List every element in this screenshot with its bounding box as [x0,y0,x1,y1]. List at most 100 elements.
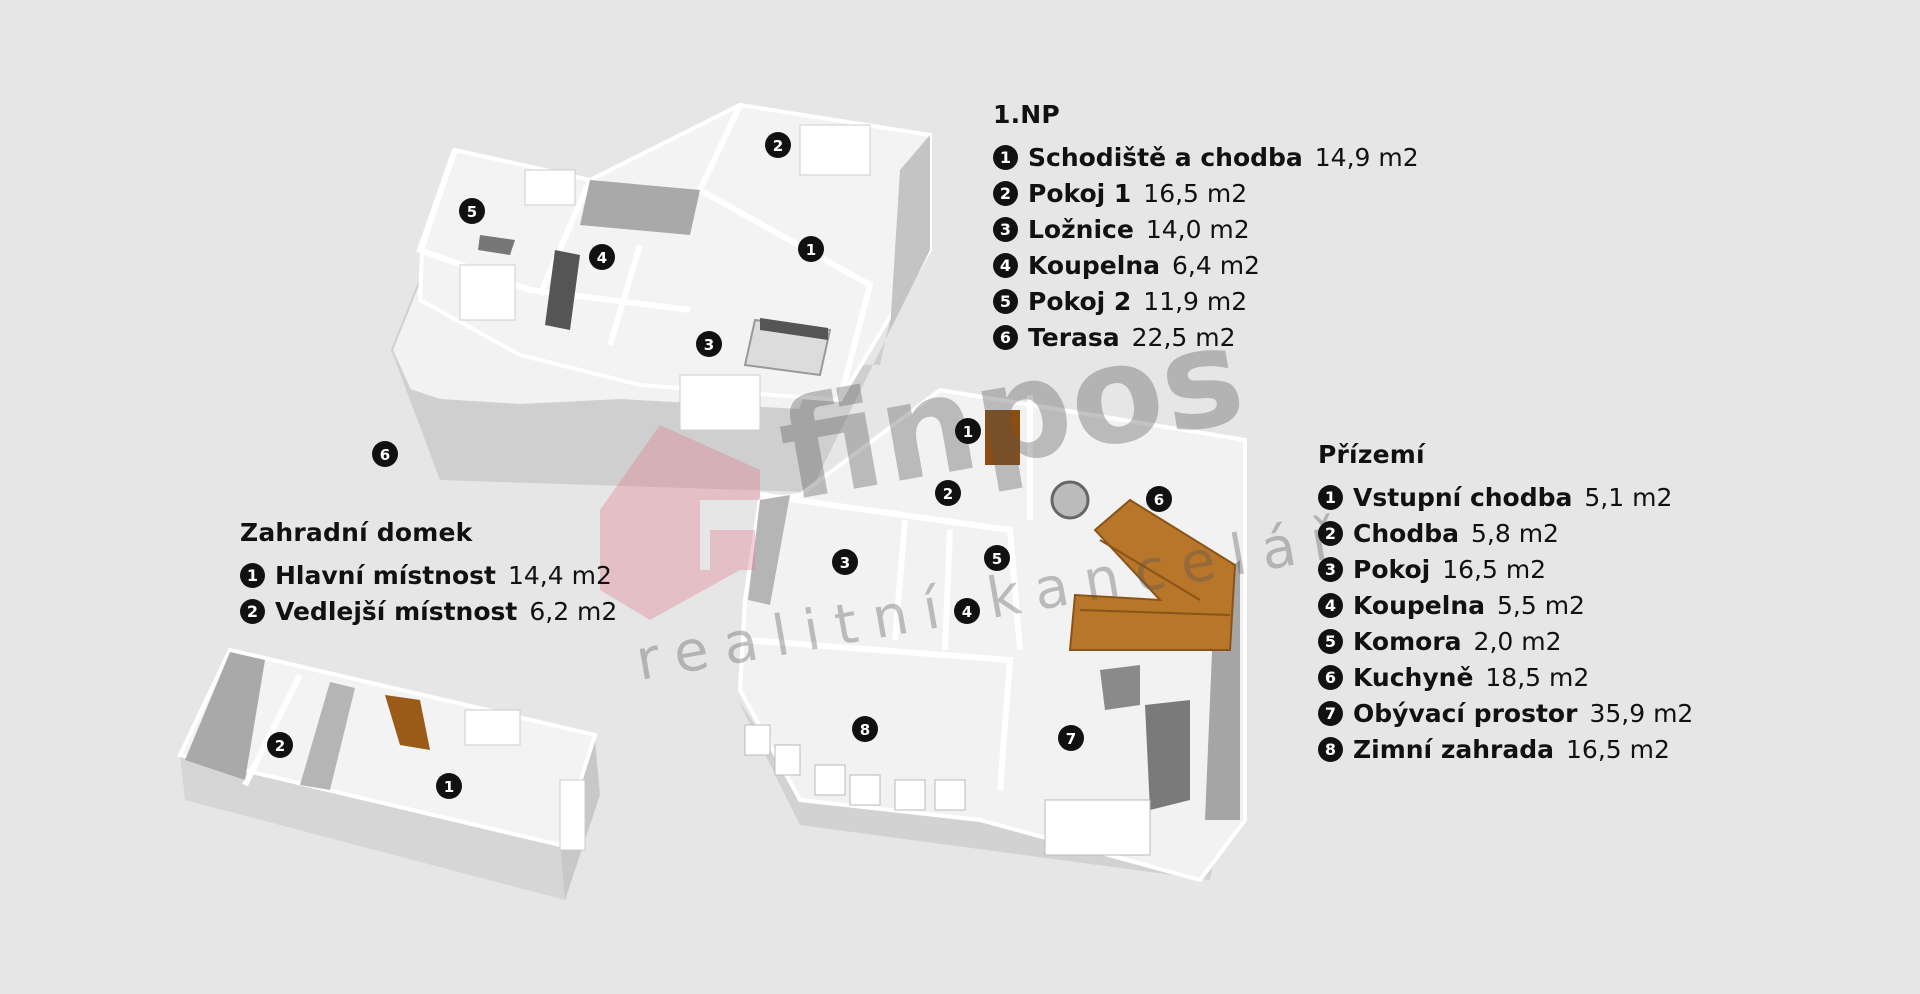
room-name: Pokoj [1353,554,1431,584]
plan-marker-ground-2: 2 [935,480,961,506]
room-number-badge: 3 [1318,556,1343,582]
room-name: Komora [1353,626,1462,656]
room-area: 35,9 m2 [1589,698,1694,728]
room-name: Pokoj 2 [1028,286,1132,316]
room-name: Vedlejší místnost [275,596,518,626]
svg-text:8: 8 [860,721,870,739]
legend-row: 4 Koupelna 6,4 m2 [993,247,1419,283]
plan-marker-1np-1: 1 [798,236,824,262]
svg-text:1: 1 [806,241,816,259]
room-number-badge: 6 [1318,664,1343,690]
room-area: 5,8 m2 [1470,518,1559,548]
room-number-badge: 6 [993,324,1018,350]
plan-marker-ground-4: 4 [954,598,980,624]
room-number-badge: 3 [993,216,1018,242]
svg-text:5: 5 [467,203,477,221]
plan-marker-ground-3: 3 [832,549,858,575]
room-number-badge: 2 [993,180,1018,206]
legend-row: 6 Terasa 22,5 m2 [993,319,1419,355]
room-name: Koupelna [1353,590,1485,620]
room-area: 6,4 m2 [1172,250,1260,280]
room-area: 18,5 m2 [1485,662,1590,692]
legend-row: 5 Komora 2,0 m2 [1318,623,1693,659]
room-area: 16,5 m2 [1442,554,1547,584]
room-number-badge: 4 [993,252,1018,278]
plan-marker-ground-8: 8 [852,716,878,742]
svg-text:4: 4 [597,249,607,267]
room-number-badge: 1 [993,144,1018,170]
room-number-badge: 4 [1318,592,1343,618]
plan-marker-garden-1: 1 [436,773,462,799]
room-name: Chodba [1353,518,1459,548]
legend-title-garden-house: Zahradní domek [240,518,473,547]
plan-marker-ground-6: 6 [1146,486,1172,512]
room-name: Ložnice [1028,214,1134,244]
svg-text:3: 3 [840,554,850,572]
legend-row: 3 Pokoj 16,5 m2 [1318,551,1693,587]
svg-text:7: 7 [1066,730,1076,748]
room-number-badge: 5 [1318,628,1343,654]
legend-garden-house: Zahradní domek 1 Hlavní místnost 14,4 m2 2… [240,518,617,629]
legend-row: 5 Pokoj 2 11,9 m2 [993,283,1419,319]
floor-plan-1np [390,102,932,492]
room-name: Schodiště a chodba [1028,142,1303,172]
room-name: Vstupní chodba [1353,482,1573,512]
legend-row: 2 Chodba 5,8 m2 [1318,515,1693,551]
svg-text:2: 2 [275,737,285,755]
svg-text:2: 2 [773,137,783,155]
room-area: 5,1 m2 [1584,482,1673,512]
legend-row: 6 Kuchyně 18,5 m2 [1318,659,1693,695]
room-name: Terasa [1028,322,1120,352]
room-number-badge: 1 [1318,484,1343,510]
room-number-badge: 8 [1318,736,1343,762]
svg-text:5: 5 [992,550,1002,568]
room-number-badge: 2 [240,598,265,624]
svg-text:1: 1 [963,423,973,441]
svg-text:6: 6 [1154,491,1164,509]
room-number-badge: 2 [1318,520,1343,546]
legend-row: 2 Vedlejší místnost 6,2 m2 [240,593,617,629]
watermark-logo-house [600,425,760,620]
plan-marker-ground-5: 5 [984,545,1010,571]
room-name: Koupelna [1028,250,1160,280]
plan-marker-1np-6: 6 [372,441,398,467]
plan-marker-1np-2: 2 [765,132,791,158]
plan-markers: 1 2 3 4 5 6 1 2 3 4 5 6 7 8 1 2 [267,132,1172,799]
legend-row: 1 Hlavní místnost 14,4 m2 [240,557,617,593]
plan-marker-ground-7: 7 [1058,725,1084,751]
room-area: 11,9 m2 [1143,286,1248,316]
room-name: Pokoj 1 [1028,178,1132,208]
svg-text:6: 6 [380,446,390,464]
room-area: 14,4 m2 [507,560,612,590]
room-area: 14,9 m2 [1314,142,1419,172]
floor-plan-ground [737,387,1247,883]
plan-marker-1np-5: 5 [459,198,485,224]
floor-plan-garden-house [177,647,600,900]
room-name: Zimní zahrada [1353,734,1555,764]
room-area: 5,5 m2 [1497,590,1585,620]
plan-marker-1np-3: 3 [696,331,722,357]
plan-marker-ground-1: 1 [955,418,981,444]
room-number-badge: 5 [993,288,1018,314]
legend-row: 1 Schodiště a chodba 14,9 m2 [993,139,1419,175]
legend-row: 1 Vstupní chodba 5,1 m2 [1318,479,1693,515]
svg-text:3: 3 [704,336,714,354]
room-name: Hlavní místnost [275,560,496,590]
room-area: 6,2 m2 [529,596,618,626]
legend-row: 4 Koupelna 5,5 m2 [1318,587,1693,623]
legend-ground: Přízemí 1 Vstupní chodba 5,1 m2 2 Chodba 5,8… [1318,440,1693,767]
room-area: 2,0 m2 [1473,626,1562,656]
svg-text:4: 4 [962,603,972,621]
room-number-badge: 7 [1318,700,1343,726]
room-area: 22,5 m2 [1131,322,1236,352]
svg-text:2: 2 [943,485,953,503]
legend-title-ground: Přízemí [1318,440,1425,469]
room-name: Kuchyně [1353,662,1474,692]
room-number-badge: 1 [240,562,265,588]
svg-text:1: 1 [444,778,454,796]
